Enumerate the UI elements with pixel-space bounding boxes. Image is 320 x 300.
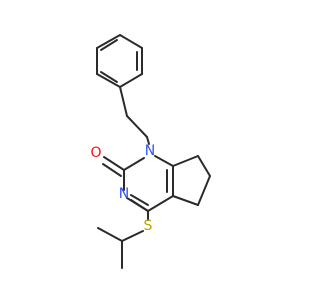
bond — [126, 115, 148, 138]
bond-aromatic-inner — [100, 71, 118, 83]
bond — [96, 34, 121, 49]
molecule-structure: N N O S — [90, 34, 211, 269]
bond — [96, 73, 121, 88]
atom-label-s: S — [144, 218, 153, 234]
bond — [119, 73, 143, 88]
bond — [130, 199, 149, 212]
bond — [121, 230, 144, 242]
bond — [102, 163, 122, 177]
bond-aromatic-inner — [100, 39, 118, 51]
bond — [197, 155, 211, 177]
bond — [147, 195, 174, 212]
bonds — [96, 34, 211, 269]
bond-double-inner — [130, 194, 149, 206]
bond — [123, 157, 145, 171]
bond — [197, 175, 211, 206]
bond — [172, 155, 199, 167]
atom-labels: N N O S — [90, 143, 155, 234]
bond — [119, 34, 143, 49]
bond — [103, 156, 125, 171]
bond — [172, 195, 199, 206]
atom-label-o: O — [90, 145, 101, 161]
bond — [146, 136, 150, 145]
atom-label-n3: N — [119, 186, 129, 202]
bond — [154, 155, 174, 167]
bond — [119, 86, 128, 117]
atom-label-n1: N — [145, 143, 155, 159]
bond — [97, 227, 123, 242]
